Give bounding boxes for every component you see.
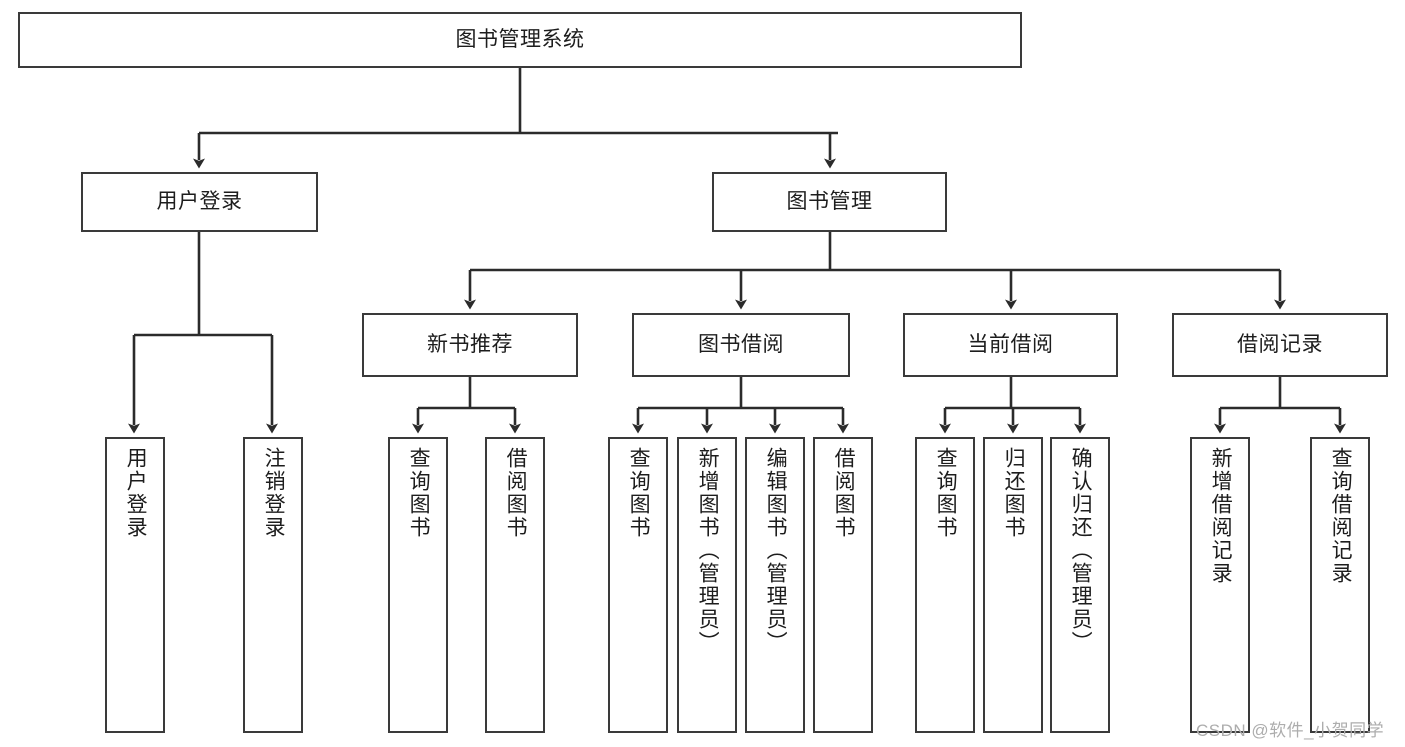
node-label: 确认归还（管理员） <box>1069 447 1093 654</box>
node-label: 注销登录 <box>262 447 286 539</box>
node-label: 图书管理 <box>786 189 873 213</box>
node-label: 编辑图书（管理员） <box>764 447 788 654</box>
watermark: CSDN @软件_小贺同学 <box>1196 721 1385 740</box>
node-label: 查询图书 <box>627 447 651 539</box>
node-label: 当前借阅 <box>967 332 1054 356</box>
node-label: 查询图书 <box>407 447 431 539</box>
node-new-book-recommend[interactable]: 新书推荐 <box>362 313 578 377</box>
node-label: 查询借阅记录 <box>1329 447 1353 585</box>
leaf-edit-book-admin[interactable]: 编辑图书（管理员） <box>745 437 805 733</box>
leaf-confirm-return-admin[interactable]: 确认归还（管理员） <box>1050 437 1110 733</box>
leaf-logout-login[interactable]: 注销登录 <box>243 437 303 733</box>
leaf-add-book-admin[interactable]: 新增图书（管理员） <box>677 437 737 733</box>
node-current-borrow[interactable]: 当前借阅 <box>903 313 1118 377</box>
node-label: 借阅记录 <box>1237 332 1323 356</box>
node-user-login-group[interactable]: 用户登录 <box>81 172 318 232</box>
leaf-borrow-book-recommend[interactable]: 借阅图书 <box>485 437 545 733</box>
node-book-borrow[interactable]: 图书借阅 <box>632 313 850 377</box>
leaf-query-book-recommend[interactable]: 查询图书 <box>388 437 448 733</box>
node-label: 图书管理系统 <box>455 27 585 51</box>
node-label: 归还图书 <box>1002 447 1026 539</box>
leaf-add-borrow-record[interactable]: 新增借阅记录 <box>1190 437 1250 733</box>
leaf-query-book-borrow[interactable]: 查询图书 <box>608 437 668 733</box>
leaf-return-book[interactable]: 归还图书 <box>983 437 1043 733</box>
node-label: 新增借阅记录 <box>1209 447 1233 585</box>
node-book-management-group[interactable]: 图书管理 <box>712 172 947 232</box>
node-label: 用户登录 <box>156 189 243 213</box>
node-label: 图书借阅 <box>698 332 784 356</box>
node-label: 新增图书（管理员） <box>696 447 720 654</box>
node-root-system[interactable]: 图书管理系统 <box>18 12 1022 68</box>
leaf-query-borrow-record[interactable]: 查询借阅记录 <box>1310 437 1370 733</box>
node-borrow-record[interactable]: 借阅记录 <box>1172 313 1388 377</box>
node-label: 用户登录 <box>124 447 148 539</box>
node-label: 借阅图书 <box>504 447 528 539</box>
leaf-query-book-current[interactable]: 查询图书 <box>915 437 975 733</box>
node-label: 查询图书 <box>934 447 958 539</box>
leaf-borrow-book[interactable]: 借阅图书 <box>813 437 873 733</box>
node-label: 借阅图书 <box>832 447 856 539</box>
leaf-user-login[interactable]: 用户登录 <box>105 437 165 733</box>
node-label: 新书推荐 <box>427 332 513 356</box>
